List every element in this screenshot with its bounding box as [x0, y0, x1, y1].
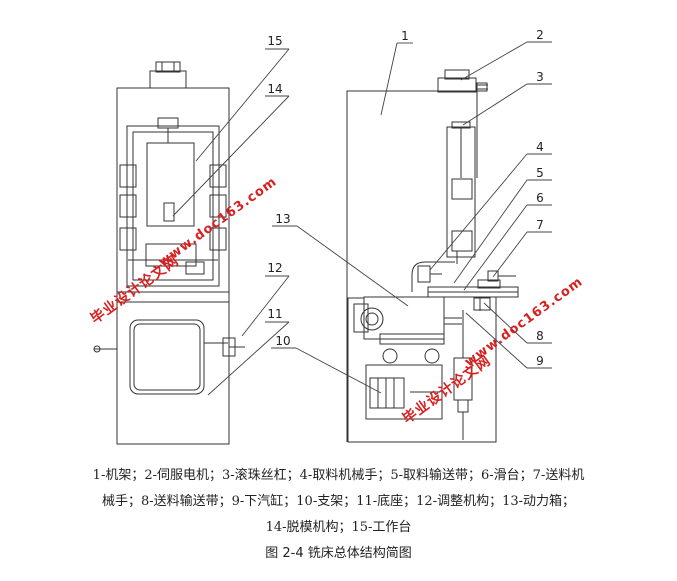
servo-motor-left — [149, 61, 187, 89]
support-bracket — [365, 364, 443, 420]
left-view — [93, 61, 245, 445]
worktable-left — [119, 117, 227, 287]
callout-9: 9 — [536, 354, 544, 368]
slide-table — [427, 270, 519, 311]
callout-5: 5 — [536, 166, 544, 180]
frame-right — [346, 90, 497, 443]
callout-13: 13 — [275, 212, 290, 226]
base-door-left — [129, 319, 228, 395]
machine-structure-diagram: 15 14 12 11 13 10 1 2 3 4 5 6 7 8 9 — [93, 28, 552, 445]
figure-caption: 图 2-4 铣床总体结构简图 — [265, 546, 412, 561]
adjust-handle-left — [93, 337, 245, 357]
callout-15: 15 — [267, 34, 282, 48]
callout-12: 12 — [267, 261, 282, 275]
lower-cylinder — [453, 310, 473, 440]
callout-7: 7 — [536, 218, 544, 232]
callout-2: 2 — [536, 28, 544, 42]
right-view — [346, 69, 519, 443]
legend-line-3: 14-脱模机构；15-工作台 — [265, 520, 412, 535]
callout-3: 3 — [536, 70, 544, 84]
callout-1: 1 — [401, 29, 409, 43]
leader-lines — [172, 41, 552, 396]
callout-4: 4 — [536, 140, 544, 154]
callout-10: 10 — [275, 334, 290, 348]
power-box — [353, 296, 462, 364]
legend-line-2: 械手；8-送料输送带；9-下汽缸；10-支架；11-底座；12-调整机构；13-… — [101, 494, 576, 509]
callout-11: 11 — [267, 307, 282, 321]
ball-screw-column — [446, 91, 478, 264]
callout-6: 6 — [536, 191, 544, 205]
callout-8: 8 — [536, 329, 544, 343]
pickup-arm — [411, 261, 455, 292]
legend-line-1: 1-机架；2-伺服电机；3-滚珠丝杠；4-取料机械手；5-取料输送带；6-滑台；… — [92, 468, 585, 483]
callout-14: 14 — [267, 82, 282, 96]
servo-motor-right — [437, 69, 488, 93]
